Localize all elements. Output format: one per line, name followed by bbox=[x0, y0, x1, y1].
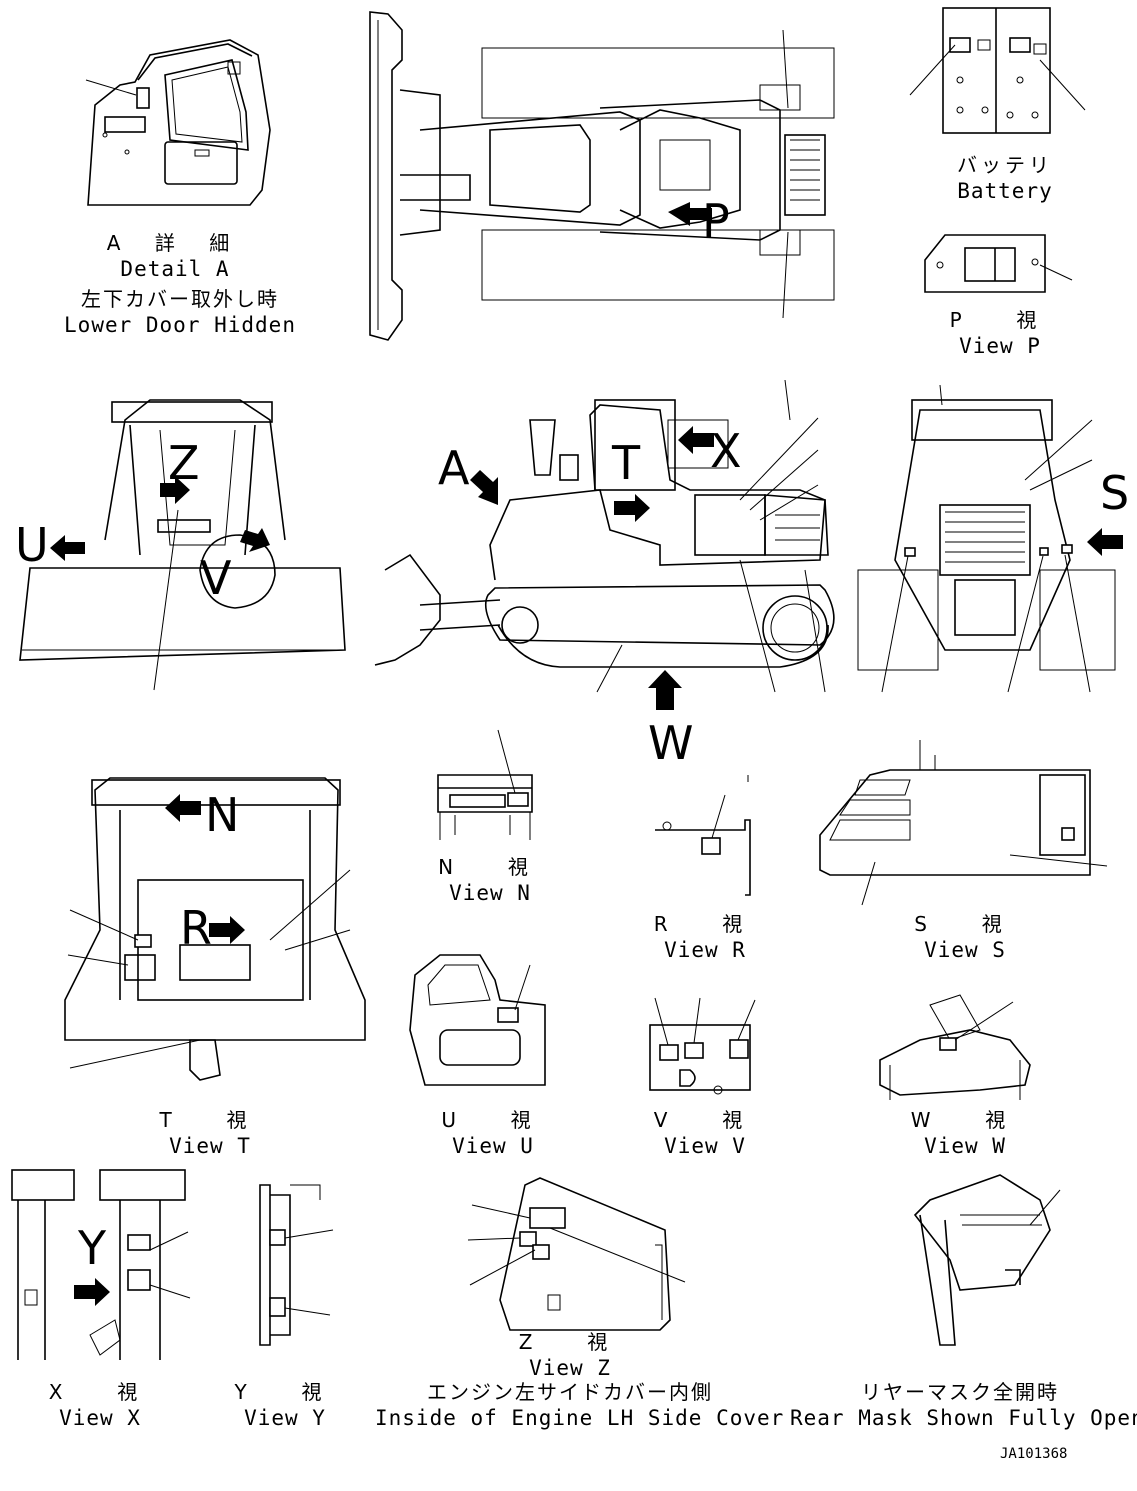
battery-drawing bbox=[909, 7, 1086, 134]
view-u-drawing bbox=[409, 954, 546, 1086]
callout-letter-v: V bbox=[200, 551, 232, 605]
callout-letter-w: W bbox=[648, 716, 694, 770]
rear-mask-caption-jp: リヤーマスク全開時 bbox=[861, 1380, 1059, 1404]
view-p-caption-en: View P bbox=[959, 334, 1041, 358]
view-y-caption-jp: Y 視 bbox=[234, 1380, 336, 1404]
side-view-drawing bbox=[374, 379, 835, 710]
view-y-caption-en: View Y bbox=[244, 1406, 326, 1430]
callout-letter-r: R bbox=[180, 901, 212, 955]
view-s-drawing bbox=[819, 740, 1108, 906]
view-z-sub-en: Inside of Engine LH Side Cover bbox=[375, 1406, 785, 1430]
view-s-caption-en: View S bbox=[924, 938, 1006, 962]
view-w-caption-jp: W 視 bbox=[910, 1108, 1020, 1132]
detail-a-caption-en: Detail A bbox=[120, 257, 230, 281]
view-z-sub-jp: エンジン左サイドカバー内側 bbox=[427, 1380, 713, 1404]
view-x-drawing bbox=[11, 1169, 191, 1360]
view-u-caption-jp: U 視 bbox=[441, 1108, 545, 1132]
view-u-caption-en: View U bbox=[452, 1134, 534, 1158]
front-view-drawing bbox=[19, 399, 346, 691]
view-t-caption-en: View T bbox=[169, 1134, 251, 1158]
view-p-drawing bbox=[924, 234, 1073, 293]
callout-letter-x: X bbox=[710, 424, 742, 478]
rear-view-drawing bbox=[857, 384, 1123, 693]
view-y-drawing bbox=[259, 1184, 334, 1346]
view-w-drawing bbox=[879, 994, 1031, 1100]
top-plan-view-drawing bbox=[369, 11, 835, 341]
view-n-drawing bbox=[437, 729, 533, 840]
view-t-caption-jp: T 視 bbox=[159, 1108, 261, 1132]
detail-a-drawing bbox=[85, 39, 271, 206]
view-n-caption-jp: N 視 bbox=[438, 855, 542, 879]
view-n-caption-en: View N bbox=[449, 881, 531, 905]
callout-letter-p: P bbox=[702, 194, 730, 248]
view-z-caption-en: View Z bbox=[529, 1356, 611, 1380]
view-w-caption-en: View W bbox=[924, 1134, 1006, 1158]
rear-mask-caption-en: Rear Mask Shown Fully Open bbox=[790, 1406, 1137, 1430]
view-r-caption-en: View R bbox=[664, 938, 746, 962]
view-x-caption-jp: X 視 bbox=[48, 1380, 152, 1404]
view-z-drawing bbox=[467, 1177, 686, 1331]
detail-a-caption-jp: A 詳 細 bbox=[106, 231, 244, 255]
detail-a-sub-jp: 左下カバー取外し時 bbox=[81, 287, 279, 311]
callout-letter-u: U bbox=[15, 518, 49, 572]
battery-caption-jp: バッテリ bbox=[957, 153, 1053, 177]
rear-mask-drawing bbox=[913, 1174, 1061, 1346]
detail-a-sub-en: Lower Door Hidden bbox=[64, 313, 296, 337]
callout-letter-a: A bbox=[438, 441, 470, 495]
view-r-caption-jp: R 視 bbox=[653, 912, 757, 936]
callout-letter-t: T bbox=[612, 436, 641, 490]
view-p-caption-jp: P 視 bbox=[949, 308, 1051, 332]
view-r-drawing bbox=[655, 775, 751, 896]
view-t-drawing bbox=[64, 777, 366, 1081]
callout-letter-n: N bbox=[205, 788, 240, 842]
callout-letter-y: Y bbox=[78, 1221, 107, 1275]
battery-caption-en: Battery bbox=[957, 179, 1053, 203]
view-s-caption-jp: S 視 bbox=[914, 912, 1016, 936]
drawing-code: JA101368 bbox=[1000, 1446, 1068, 1462]
view-v-caption-jp: V 視 bbox=[653, 1108, 757, 1132]
view-z-caption-jp: Z 視 bbox=[518, 1330, 622, 1354]
view-v-caption-en: View V bbox=[664, 1134, 746, 1158]
view-v-drawing bbox=[649, 997, 756, 1095]
callout-letter-z: Z bbox=[168, 436, 200, 490]
view-x-caption-en: View X bbox=[59, 1406, 141, 1430]
callout-letter-s: S bbox=[1100, 466, 1130, 520]
